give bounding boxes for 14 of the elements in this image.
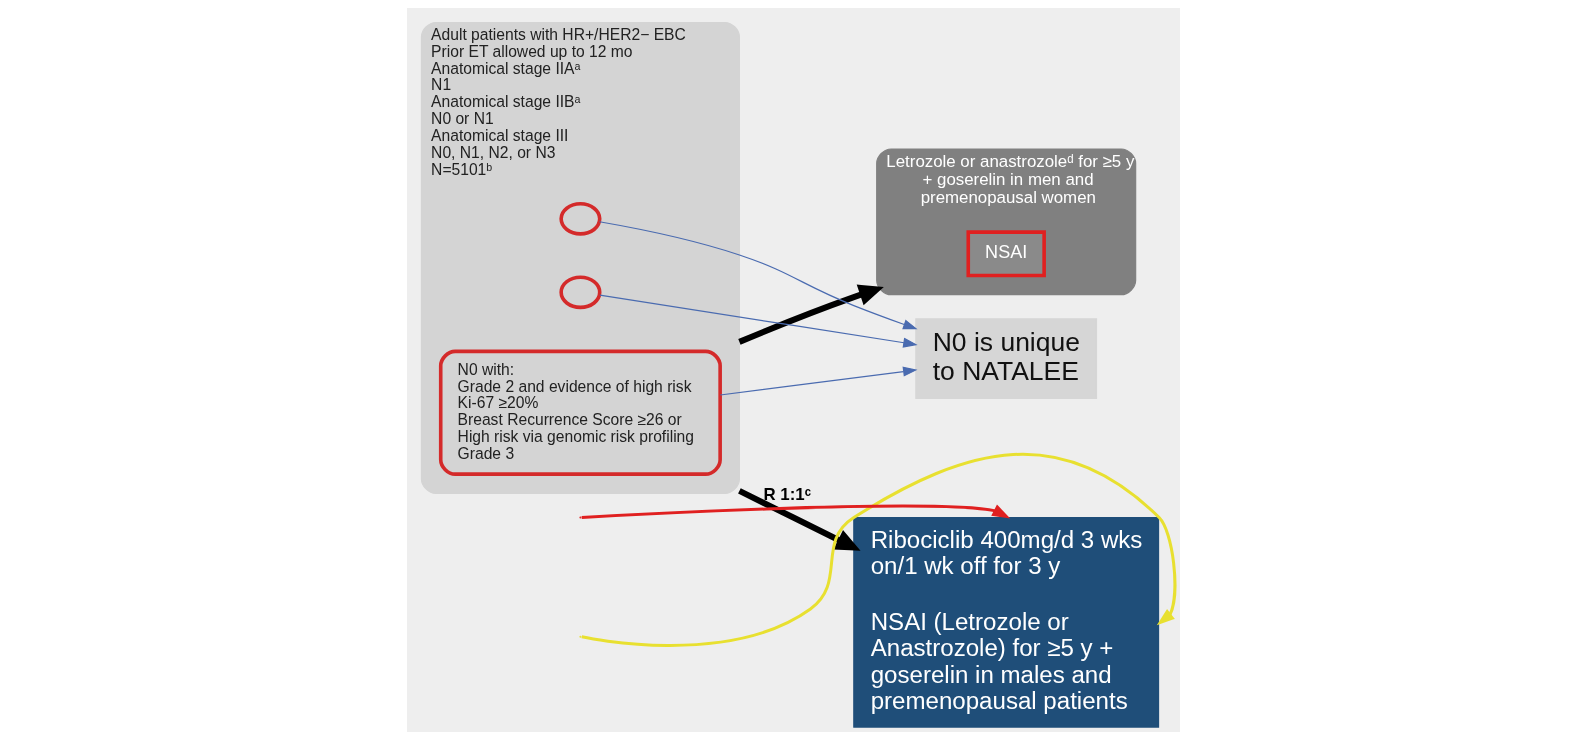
arrow: [581, 504, 1010, 520]
node-circle: [558, 275, 601, 310]
arrow: [737, 488, 861, 551]
arrow: [737, 284, 884, 345]
arrow: [580, 453, 1176, 647]
arrow: [598, 294, 918, 348]
node-box: N0 with: Grade 2 and evidence of high risk Ki-67 ≥20% Breast Recurrence Score ≥26 or High risk via genomic risk profiling Grade 3: [438, 349, 722, 476]
edge-label: R 1:1ᶜ: [763, 484, 811, 504]
node-box: Ribociclib 400mg/d 3 wks on/1 wk off for 3 y NSAI (Letrozole or Anastrozole) for ≥5 y + goserelin in males and premenopausal patients: [852, 516, 1159, 728]
arrow: [598, 221, 918, 330]
node-box: NSAI: [965, 230, 1046, 278]
arrow: [719, 366, 917, 396]
node-box: N0 is unique to NATALEE: [914, 318, 1097, 399]
node-circle: [558, 202, 601, 236]
